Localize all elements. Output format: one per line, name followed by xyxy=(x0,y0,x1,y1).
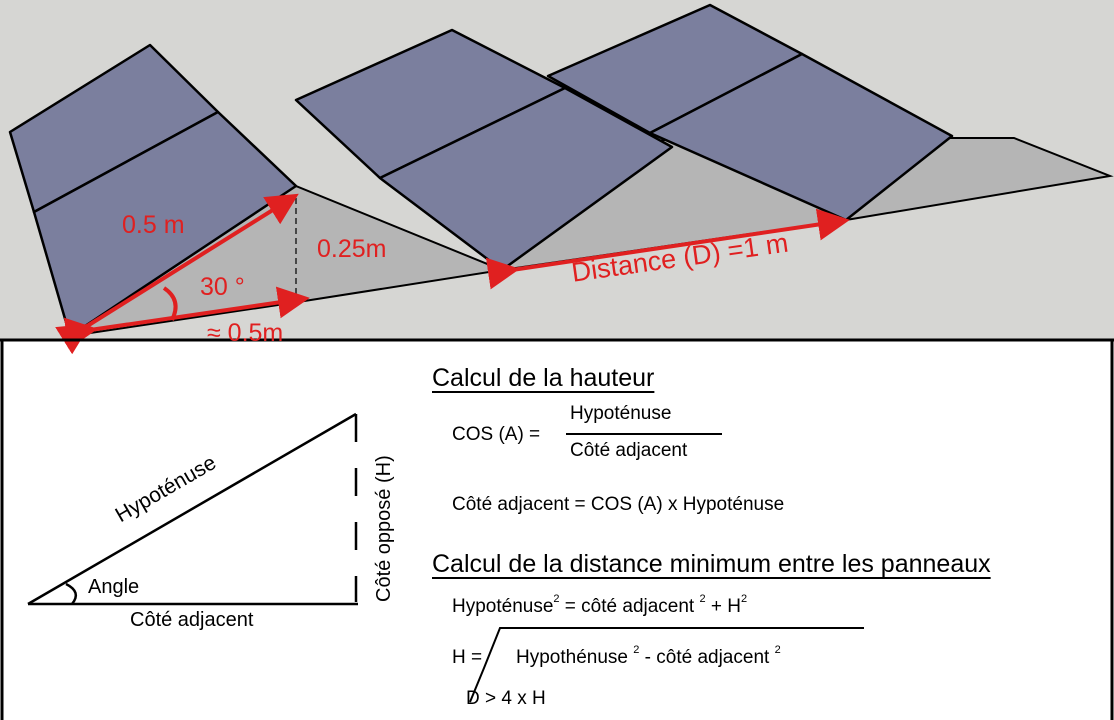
distance-arrow xyxy=(485,208,850,290)
triangle-angle-label: Angle xyxy=(88,576,140,598)
radicand-square-2: 2 xyxy=(774,644,781,656)
angle-arc xyxy=(162,286,178,321)
panel-right-bottom xyxy=(648,52,954,222)
triangle-opposite-label: Côté opposé (H) xyxy=(373,455,395,602)
radicand-square-1: 2 xyxy=(633,644,640,656)
pyth-h: + H xyxy=(705,596,741,617)
adjacent-formula: Côté adjacent = COS (A) x Hypoténuse xyxy=(452,494,785,515)
pyth-hyp: Hypoténuse xyxy=(452,596,554,617)
pyth-square-2: 2 xyxy=(699,593,706,605)
pythagoras-formula: Hypoténuse2 = côté adjacent 2 + H2 xyxy=(452,594,747,617)
triangle-angle-arc xyxy=(65,582,78,605)
base-label: ≈ 0.5m xyxy=(207,319,284,347)
panel-middle-bottom xyxy=(378,86,674,272)
height-calc-title: Calcul de la hauteur xyxy=(432,364,655,392)
solar-panels xyxy=(8,3,954,338)
triangle-hypotenuse xyxy=(27,412,357,606)
base-arrow xyxy=(63,286,310,350)
height-label: 0.25m xyxy=(317,235,387,263)
pyth-square-1: 2 xyxy=(553,593,560,605)
sqrt-symbol xyxy=(469,627,864,703)
radicand-hyp: Hypothénuse xyxy=(516,647,634,668)
h-formula-radicand: Hypothénuse 2 - côté adjacent 2 xyxy=(516,645,781,668)
radicand-adj: - côté adjacent xyxy=(639,647,775,668)
dimension-arrows xyxy=(55,193,850,355)
right-triangle-diagram xyxy=(27,412,358,606)
pyth-square-3: 2 xyxy=(741,593,748,605)
angle-label: 30 ° xyxy=(200,273,245,301)
distance-rule: D > 4 x H xyxy=(466,688,546,709)
distance-calc-title: Calcul de la distance minimum entre les … xyxy=(432,550,991,578)
cos-formula-denominator: Côté adjacent xyxy=(570,440,688,461)
h-formula-lhs: H = xyxy=(452,647,483,668)
pyth-adj: = côté adjacent xyxy=(559,596,700,617)
triangle-adjacent-label: Côté adjacent xyxy=(130,609,254,631)
cos-formula-numerator: Hypoténuse xyxy=(570,403,672,424)
hypotenuse-label: 0.5 m xyxy=(122,211,185,239)
cos-formula-lhs: COS (A) = xyxy=(452,424,541,445)
